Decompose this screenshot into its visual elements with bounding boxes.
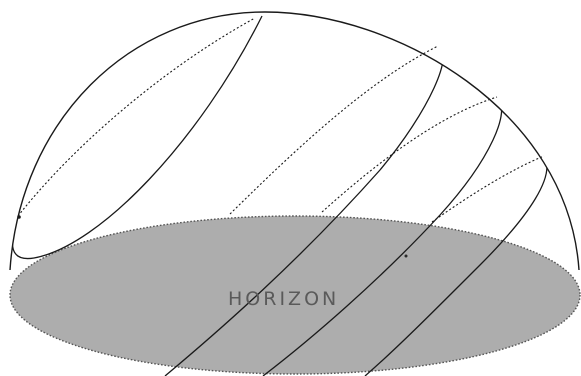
diurnal-path-3-hidden <box>322 97 497 212</box>
diurnal-paths-hidden <box>18 18 544 222</box>
diurnal-path-2-hidden <box>230 46 438 214</box>
horizon-label: HORIZON <box>228 288 339 310</box>
horizon-marker <box>405 255 408 258</box>
dome-rim-marker <box>17 215 21 219</box>
